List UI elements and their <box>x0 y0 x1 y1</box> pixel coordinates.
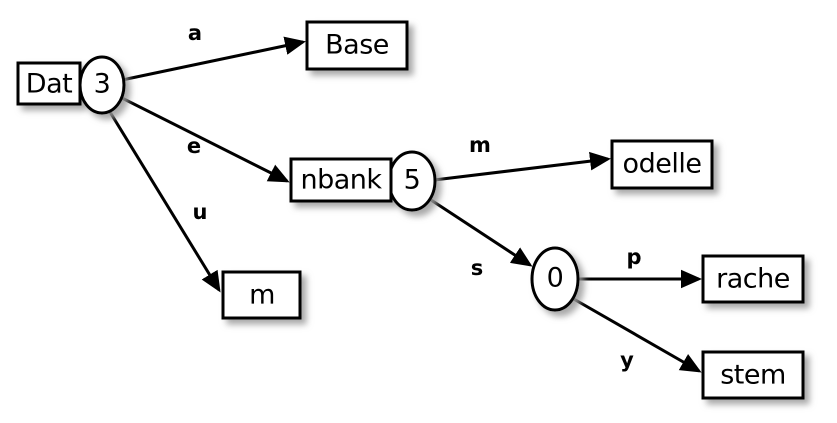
node-stem-rect <box>701 350 805 400</box>
edge-p[interactable]: p <box>578 245 702 289</box>
node-dat3-rect <box>16 61 82 106</box>
node-stem[interactable] <box>701 350 805 400</box>
edge-e-line <box>119 95 290 183</box>
edge-label-s: s <box>471 256 484 280</box>
node-odelle-label: odelle <box>623 149 702 180</box>
node-nbank5-rect <box>289 157 393 203</box>
edge-label-y: y <box>620 348 634 372</box>
node-stem-label: stem <box>720 360 786 391</box>
edge-label-a: a <box>188 21 202 45</box>
node-rache-rect <box>701 254 805 304</box>
node-m-label: m <box>249 280 275 311</box>
node-rache[interactable] <box>701 254 805 304</box>
node-zero-label: 0 <box>547 263 564 294</box>
node-nbank5-ellipse-label: 5 <box>404 165 421 196</box>
node-base-label: Base <box>325 30 389 61</box>
edge-u[interactable]: u <box>108 111 221 293</box>
node-zero[interactable] <box>530 246 580 312</box>
node-nbank5[interactable] <box>289 150 437 212</box>
edge-u-line <box>108 111 221 293</box>
edge-a[interactable]: a <box>121 21 306 82</box>
edge-label-p: p <box>626 245 641 269</box>
edge-label-m: m <box>469 133 491 157</box>
edge-s[interactable]: s <box>427 196 533 280</box>
node-odelle-rect <box>610 139 714 190</box>
node-base[interactable] <box>305 20 409 71</box>
node-dat3[interactable] <box>16 55 126 115</box>
node-nbank5-rect-label: nbank <box>300 165 382 196</box>
node-rache-label: rache <box>716 264 790 295</box>
edge-label-u: u <box>193 200 208 224</box>
node-m[interactable] <box>221 270 302 320</box>
edge-s-line <box>427 196 533 267</box>
edge-y-line <box>571 296 702 373</box>
node-zero-ellipse <box>530 246 580 312</box>
edge-label-e: e <box>187 134 201 158</box>
nodes-group: Dat 3 Base nbank 5 odelle m <box>16 20 805 400</box>
edges-group: a e u m s p <box>108 21 702 373</box>
node-dat3-rect-label: Dat <box>26 69 72 100</box>
node-dat3-ellipse-label: 3 <box>94 69 111 100</box>
edge-m-line <box>433 151 611 182</box>
node-m-rect <box>221 270 302 320</box>
edge-e[interactable]: e <box>119 95 290 183</box>
edge-a-line <box>121 36 306 82</box>
edge-y[interactable]: y <box>571 296 702 373</box>
node-base-rect <box>305 20 409 71</box>
edge-m[interactable]: m <box>433 133 611 182</box>
node-odelle[interactable] <box>610 139 714 190</box>
